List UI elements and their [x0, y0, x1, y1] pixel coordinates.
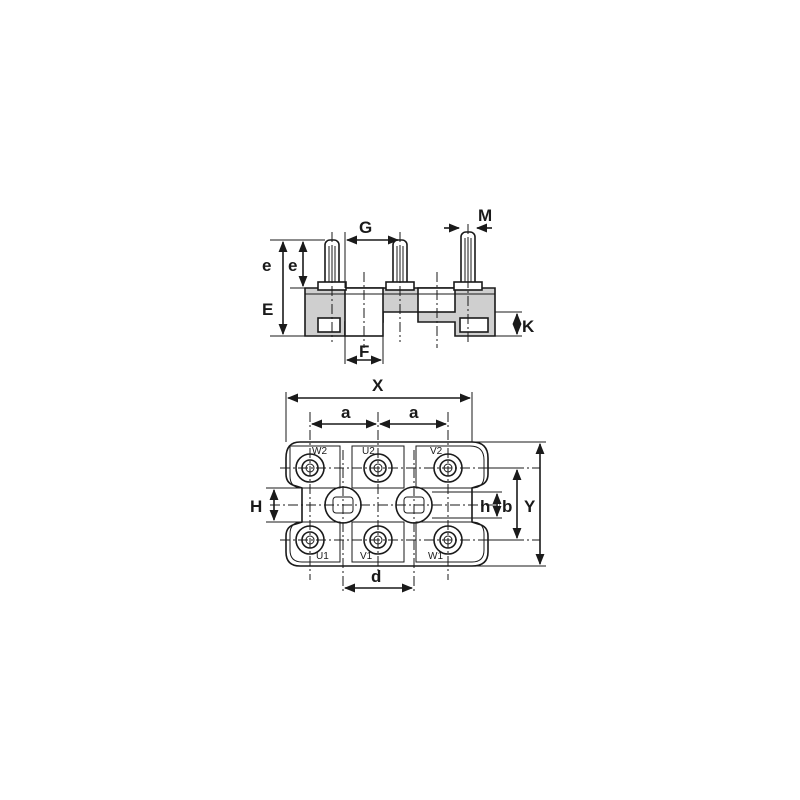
- dim-label-a-left: a: [341, 403, 351, 422]
- top-view: X a a H h b Y d W2 U2 V2 U1 V1 W1: [250, 376, 546, 594]
- dim-label-G: G: [359, 218, 372, 237]
- dim-label-Y: Y: [524, 497, 536, 516]
- dim-label-d: d: [371, 567, 381, 586]
- side-view: e e E G M K F: [262, 206, 535, 365]
- dim-label-h: h: [480, 497, 490, 516]
- dim-label-e-inner: e: [288, 256, 297, 275]
- dim-label-K: K: [522, 317, 535, 336]
- dim-label-M: M: [478, 206, 492, 225]
- dim-label-F: F: [359, 342, 369, 361]
- dim-label-E: E: [262, 300, 273, 319]
- top-outline: [285, 441, 489, 567]
- terminal-label-V2: V2: [430, 446, 443, 457]
- dim-label-e-outer: e: [262, 256, 271, 275]
- dim-label-H: H: [250, 497, 262, 516]
- dim-label-X: X: [372, 376, 384, 395]
- dim-label-b: b: [502, 497, 512, 516]
- terminal-label-W1: W1: [428, 551, 443, 562]
- dim-label-a-right: a: [409, 403, 419, 422]
- terminal-label-U2: U2: [362, 446, 375, 457]
- terminal-label-W2: W2: [312, 446, 327, 457]
- terminal-label-U1: U1: [316, 551, 329, 562]
- terminal-label-V1: V1: [360, 551, 373, 562]
